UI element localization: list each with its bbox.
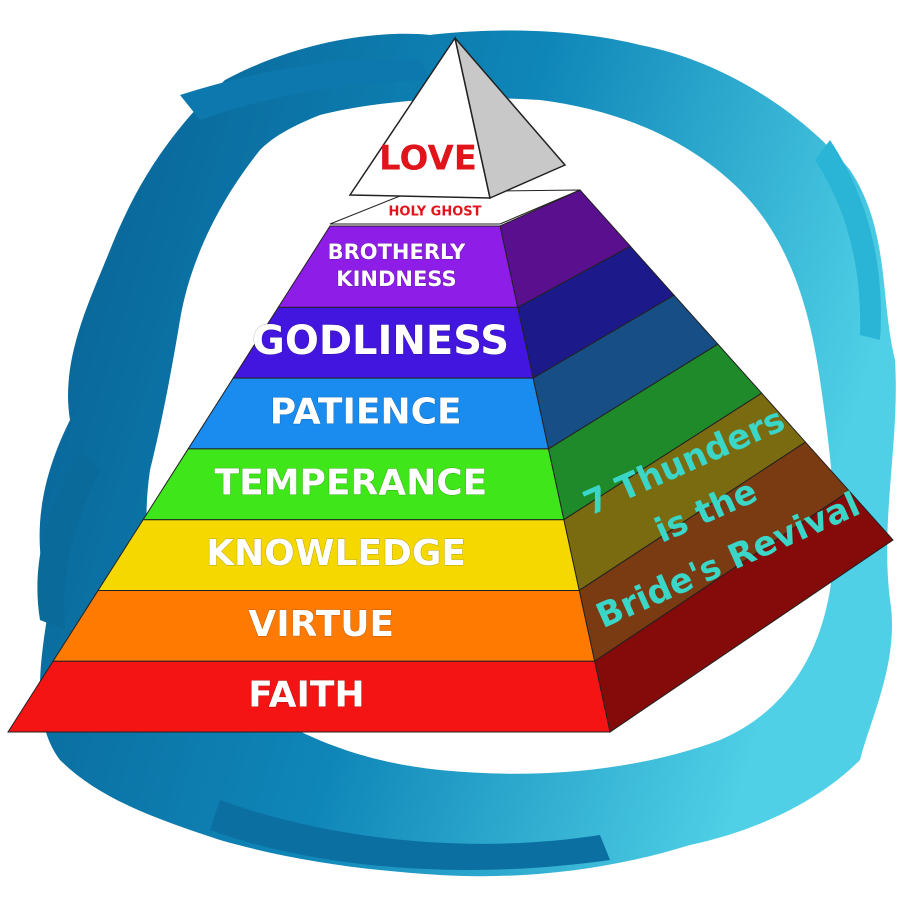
pyramid-front-faces: BROTHERLY KINDNESS GODLINESS PATIENCE TEMPER… <box>7 225 611 733</box>
tier-label: GODLINESS <box>252 318 509 364</box>
tier-label: PATIENCE <box>270 392 462 433</box>
holy-ghost-band-shape <box>329 189 581 225</box>
pyramid-side-faces <box>499 189 894 733</box>
tier-label: KNOWLEDGE <box>206 533 466 574</box>
splash-ring <box>39 30 896 877</box>
splash-streak-bottom <box>210 800 610 870</box>
apex-side-face <box>454 37 567 200</box>
tier-label: VIRTUE <box>248 604 394 645</box>
splash-streak-left <box>37 450 100 630</box>
tier-label: BROTHERLY <box>328 240 467 264</box>
tier-front-face <box>7 660 611 733</box>
holy-ghost-label: HOLY GHOST <box>389 205 482 220</box>
splash-streak-top <box>180 59 430 120</box>
tier-label: KINDNESS <box>336 267 456 291</box>
background-splash <box>37 30 896 877</box>
tier-label: TEMPERANCE <box>215 462 488 503</box>
apex-capstone: LOVE <box>348 36 567 200</box>
splash-streak-right <box>815 140 881 340</box>
tier-label: FAITH <box>248 675 364 716</box>
holy-ghost-band: HOLY GHOST <box>329 189 581 225</box>
apex-label: LOVE <box>379 139 477 179</box>
